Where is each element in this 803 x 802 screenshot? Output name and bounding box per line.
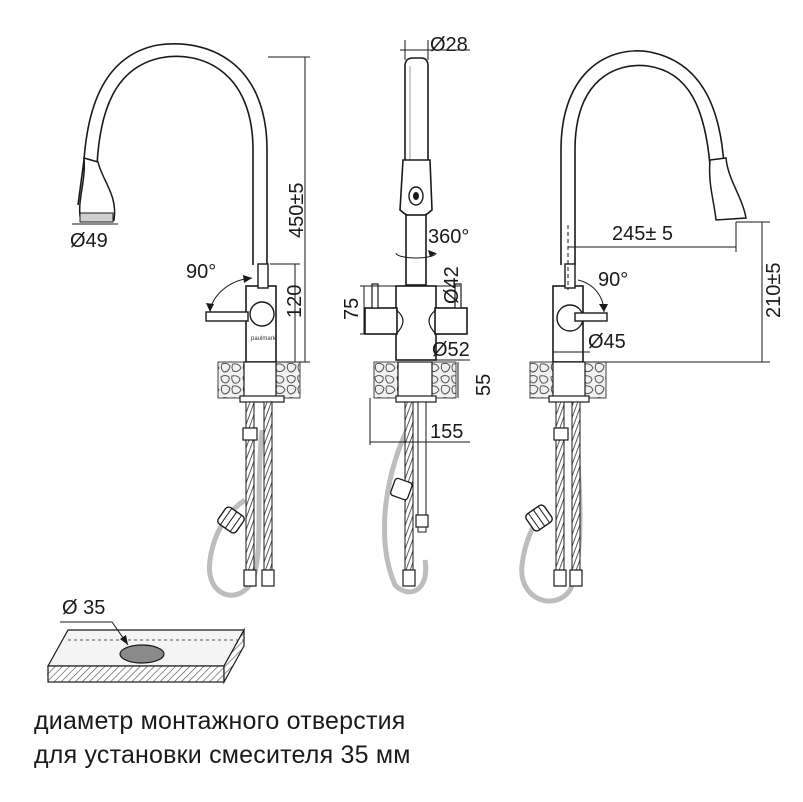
base-diameter-label: Ø52 [432, 339, 470, 361]
right-spout [560, 50, 733, 265]
body-height-label: 75 [341, 298, 363, 320]
lever-height-label: 120 [284, 285, 306, 318]
left-spray-head [78, 156, 116, 221]
caption-line-2: для установки смесителя 35 мм [34, 741, 411, 769]
center-hose [381, 418, 429, 595]
center-body [395, 285, 437, 361]
spout-height-label: 450±5 [286, 183, 308, 238]
spout-outlet-height-label: 210±5 [763, 263, 785, 318]
mounting-hole [119, 644, 165, 664]
lever-angle-left-label: 90° [186, 261, 216, 283]
spout-diameter-label: Ø49 [70, 230, 108, 252]
caption-line-1: диаметр монтажного отверстия [34, 707, 406, 735]
body-diameter-label: Ø42 [441, 266, 463, 304]
left-lever [205, 311, 249, 322]
rotation-label: 360° [428, 226, 469, 248]
mounting-caption: диаметр монтажного отверстия для установ… [34, 704, 411, 772]
left-view: paulmark 450±5 120 Ø49 90° [70, 43, 310, 598]
right-lever [574, 312, 608, 322]
depth-label: 155 [430, 421, 463, 443]
hole-diameter-label: Ø 35 [62, 597, 105, 619]
base-height-label: 55 [473, 374, 495, 396]
right-base-diameter-label: Ø45 [588, 331, 626, 353]
reach-label: 245± 5 [612, 223, 673, 245]
center-spout [404, 57, 429, 176]
top-diameter-label: Ø28 [430, 34, 468, 56]
right-view: 245± 5 210±5 90° Ø45 [519, 50, 785, 604]
left-spout [85, 55, 254, 265]
center-view: Ø28 360° Ø42 75 Ø52 55 155 [341, 34, 495, 595]
right-spray-head [708, 157, 747, 221]
mounting-hole-detail: Ø 35 [46, 597, 246, 685]
brand-mark: paulmark [251, 336, 277, 342]
left-hose [207, 429, 265, 598]
lever-angle-right-label: 90° [598, 269, 628, 291]
